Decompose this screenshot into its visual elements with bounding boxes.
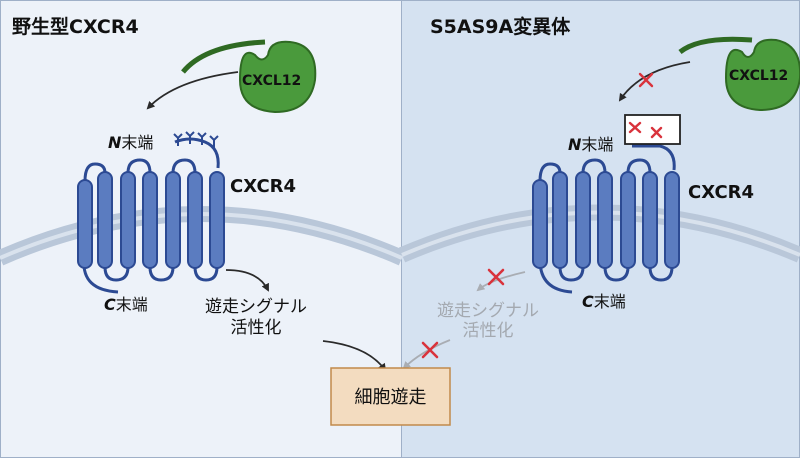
left-ligand [238,40,317,114]
left-signal-arrow [225,269,269,292]
left-migration-arrow [322,340,387,372]
left-title: 野生型CXCR4 [12,15,139,38]
x-mark-icon [628,121,663,139]
right-receptor-label: CXCR4 [688,182,754,203]
left-ligand-label: CXCL12 [242,73,301,89]
x-mark-icon [487,268,505,286]
left-binding-arrow [146,71,239,110]
cell-migration-label: 細胞遊走 [355,387,427,408]
right-title: S5AS9A変異体 [430,15,571,38]
left-signal-label-2: 活性化 [231,318,282,338]
right-blocked-migration-arrow [402,339,451,370]
x-mark-icon [421,341,439,359]
right-receptor [532,144,680,294]
right-n-terminus-label: N末端 [568,135,613,154]
right-c-terminus-label: C末端 [582,292,626,311]
cell-migration-box [330,367,451,426]
glycan-icon [173,131,219,148]
right-ligand [724,38,800,112]
x-mark-icon [638,72,654,88]
right-blocked-signal-arrow [476,271,526,292]
left-ligand-tail [181,39,266,74]
right-signal-label-2: 活性化 [463,321,514,341]
left-receptor [77,137,225,294]
right-binding-arrow [618,61,691,102]
left-signal-label-1: 遊走シグナル [205,297,307,317]
right-signal-label-1: 遊走シグナル [437,301,539,321]
left-receptor-label: CXCR4 [230,176,296,197]
left-n-terminus-label: N末端 [108,133,153,152]
left-c-terminus-label: C末端 [104,295,148,314]
right-ligand-tail [678,36,753,55]
right-ligand-label: CXCL12 [729,68,788,84]
